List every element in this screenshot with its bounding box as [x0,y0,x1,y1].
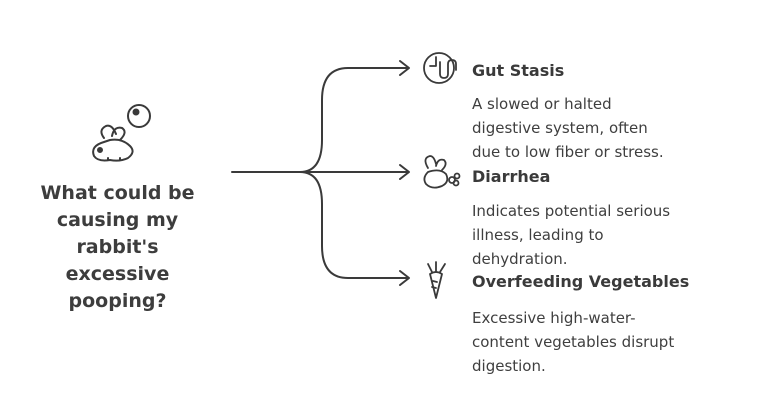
description-line: illness, leading to [472,226,604,244]
carrot-icon [427,261,446,299]
rabbit-icon [92,104,151,162]
description-line: Indicates potential serious [472,202,671,220]
description-line: due to low fiber or stress. [472,143,664,161]
cause-title-diarrhea: Diarrhea [472,167,551,186]
question-line: excessive [65,263,170,285]
question-line: pooping? [68,290,167,312]
cause-description-gut-stasis: A slowed or halted digestive system, oft… [472,92,752,164]
arrowhead-diarrhea [399,164,410,180]
description-line: digestion. [472,357,546,375]
description-line: digestive system, often [472,119,648,137]
question-line: rabbit's [76,236,159,258]
description-line: content vegetables disrupt [472,333,675,351]
arrowhead-overfeeding [399,270,410,286]
rabbit-poop-icon [423,155,461,189]
central-question: What could be causing my rabbit's excess… [10,180,225,315]
cause-description-diarrhea: Indicates potential serious illness, lea… [472,199,752,271]
description-line: Excessive high-water- [472,309,636,327]
question-line: causing my [56,209,179,231]
connector-lines [231,60,410,286]
description-line: dehydration. [472,250,568,268]
description-line: A slowed or halted [472,95,612,113]
cause-description-overfeeding-vegetables: Excessive high-water- content vegetables… [472,306,752,378]
branch-overfeeding [299,171,409,279]
arrowhead-gut-stasis [399,60,410,76]
branch-gut-stasis [299,67,409,173]
question-line: What could be [40,182,195,204]
cause-title-gut-stasis: Gut Stasis [472,61,565,80]
cause-title-overfeeding-vegetables: Overfeeding Vegetables [472,272,690,291]
digestive-tract-icon [423,52,457,84]
